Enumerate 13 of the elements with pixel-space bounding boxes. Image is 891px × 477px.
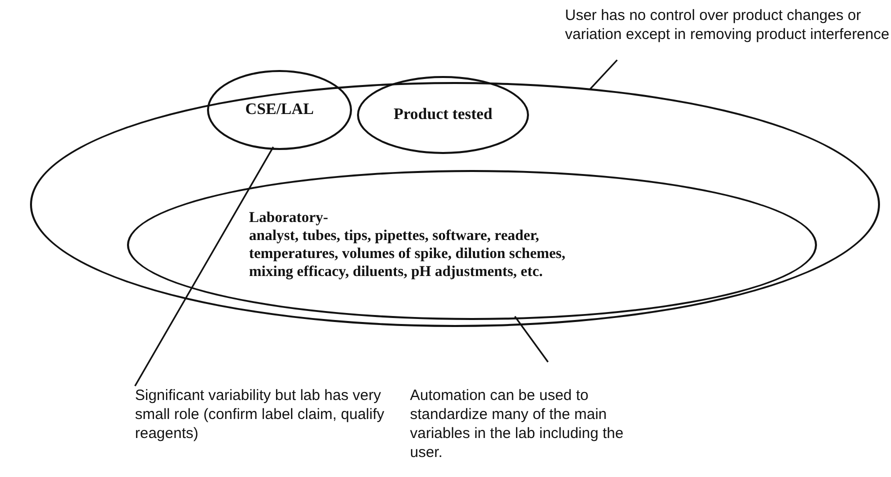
leader-line <box>589 59 618 90</box>
ellipse-label: Product tested <box>394 106 492 124</box>
leader-line <box>514 316 549 362</box>
body-text: analyst, tubes, tips, pipettes, software, reader, temperatures, volumes of spike, dilution schemes, mixing efficacy, diluents, pH adjustments, etc. <box>249 227 566 281</box>
annotation-text: User has no control over product changes or variation except in removing product interference <box>565 6 891 60</box>
heading: Laboratory- <box>249 209 330 227</box>
leader-line <box>134 146 274 386</box>
ellipse <box>357 76 529 154</box>
annotation-text: Significant variability but lab has very small role (confirm label claim, qualify reagents) <box>135 386 385 452</box>
annotation-text: Automation can be used to standardize many of the main variables in the lab including the user. <box>410 362 650 472</box>
ellipse <box>207 70 352 150</box>
ellipse-label: CSE/LAL <box>245 101 314 119</box>
ellipse <box>127 170 817 320</box>
